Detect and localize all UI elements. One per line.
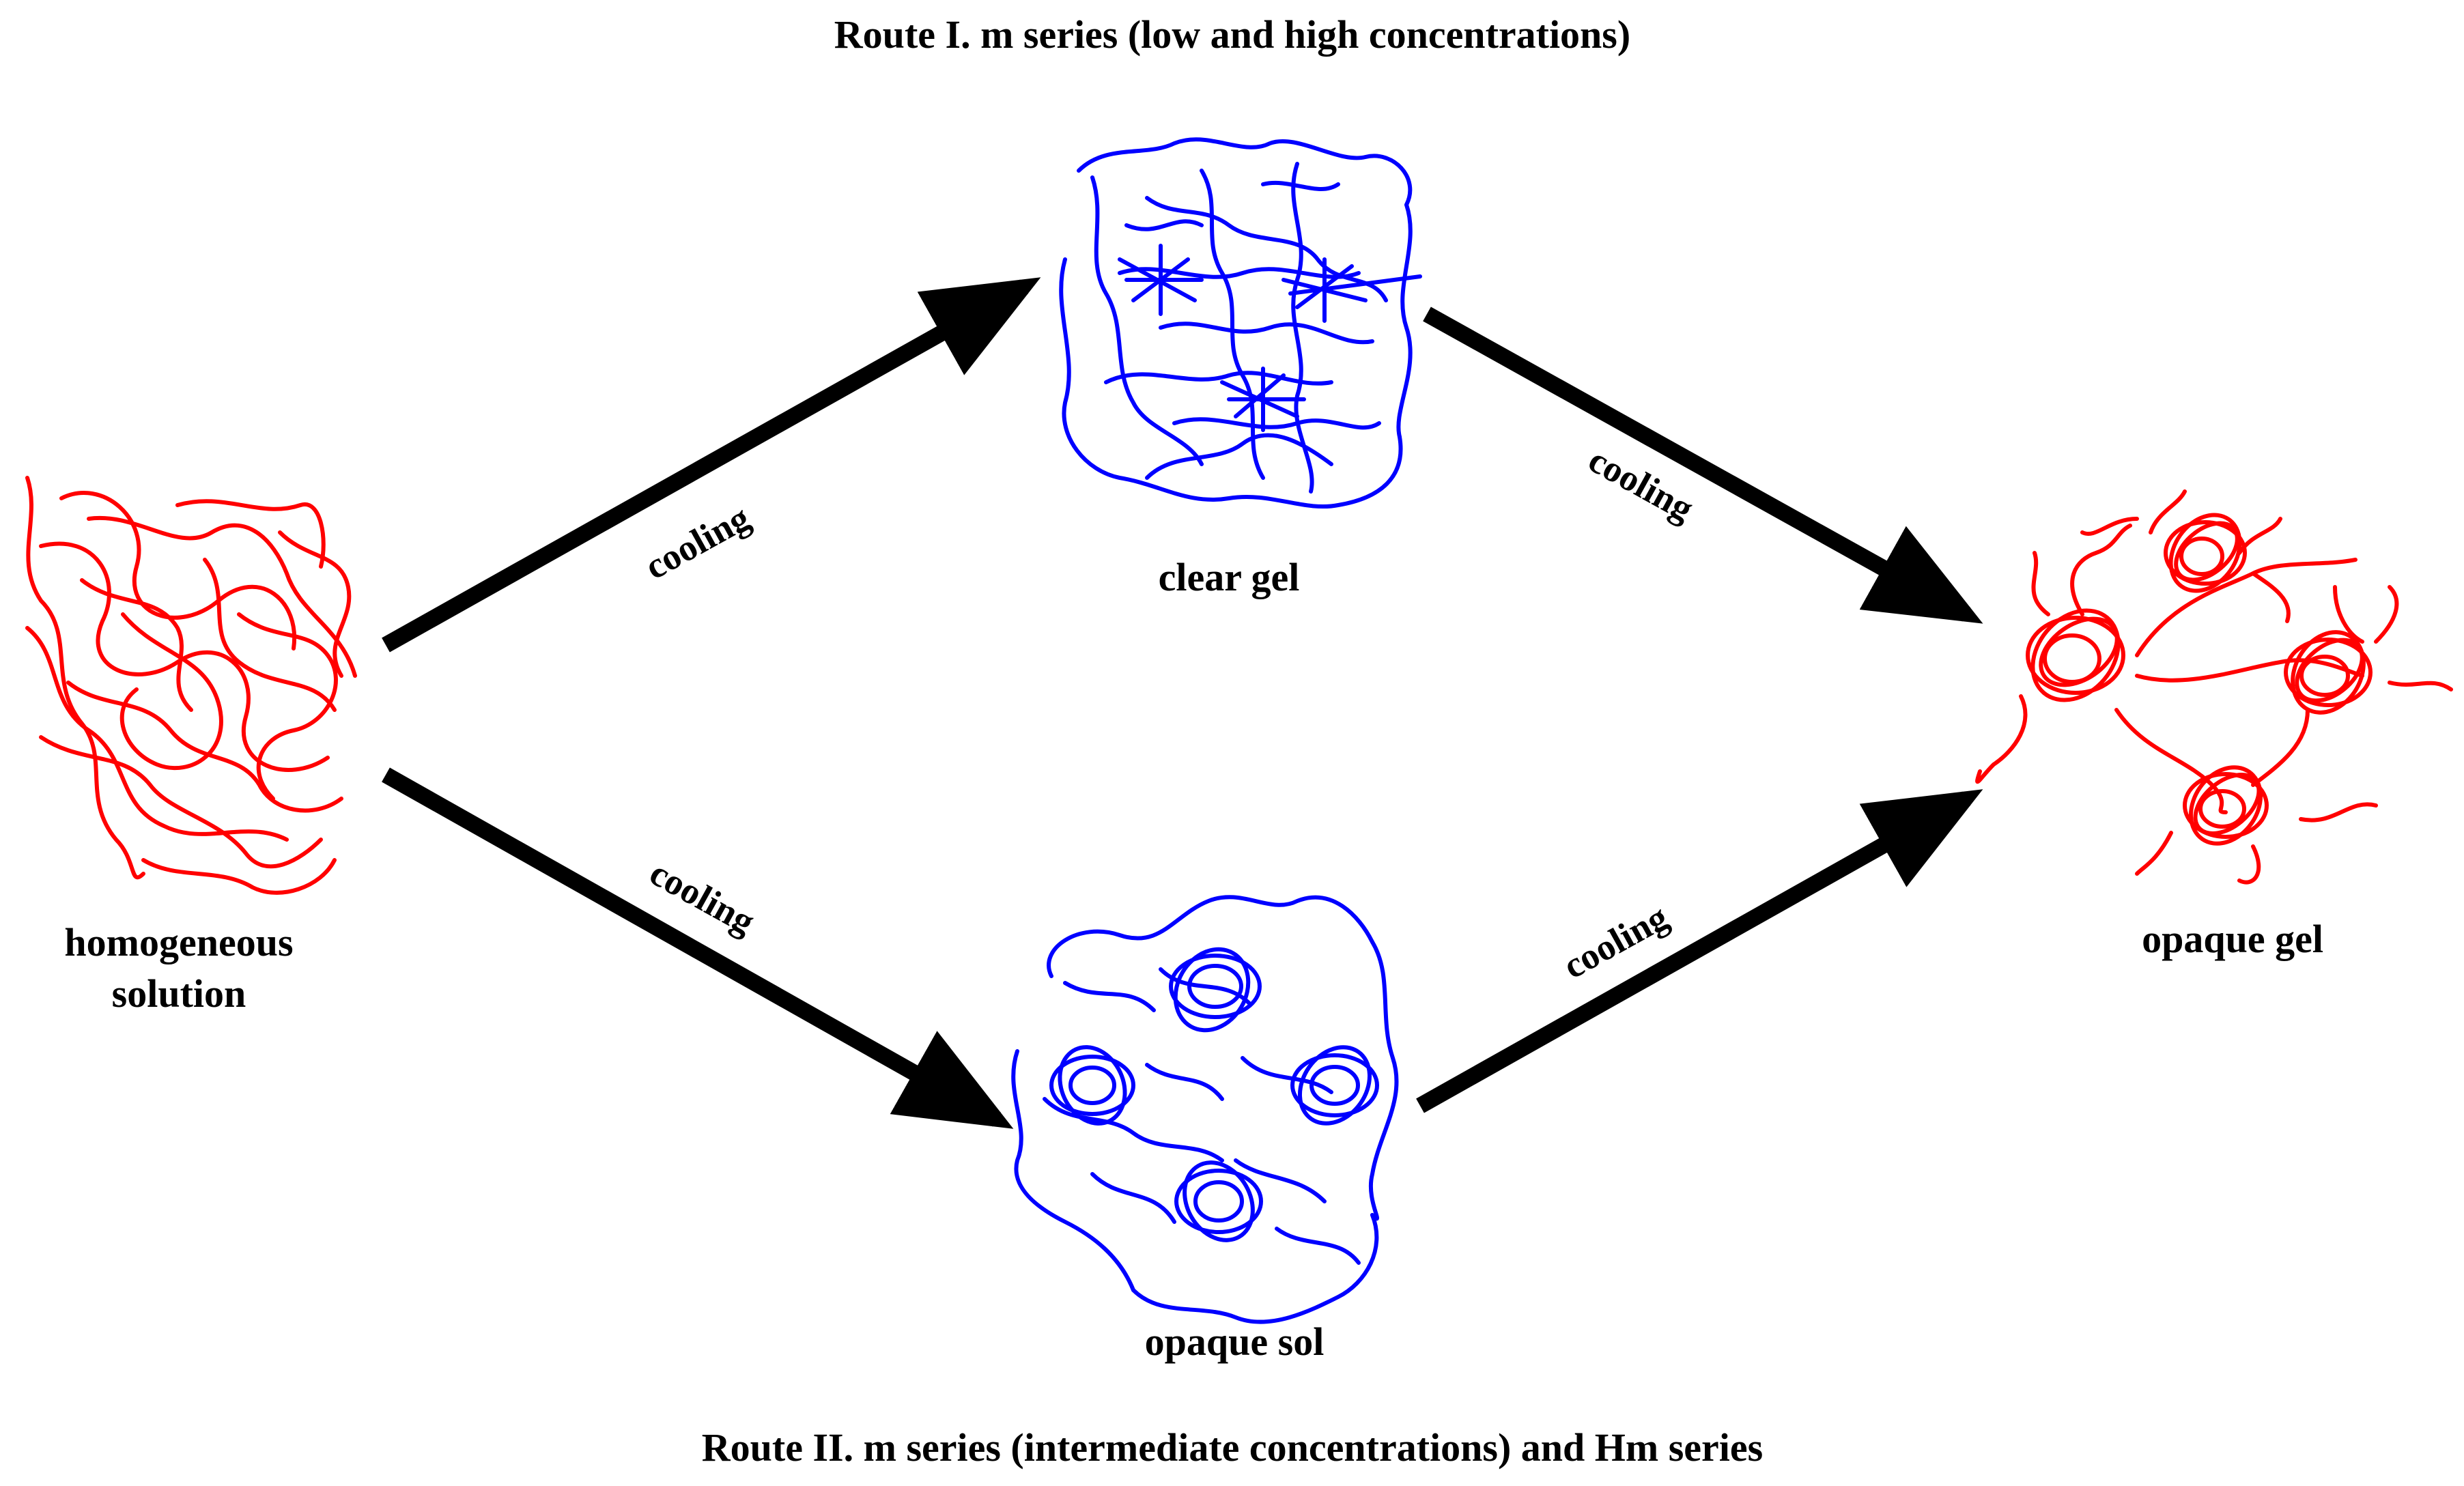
opaque-sol-illustration xyxy=(1011,895,1399,1324)
node-homogeneous-line1: homogeneous xyxy=(64,920,293,965)
node-opaque-gel: opaque gel xyxy=(2142,917,2323,961)
crosslink-star-3 xyxy=(1220,367,1306,432)
coil-1 xyxy=(1169,947,1262,1033)
gel-cluster-4 xyxy=(2183,765,2269,846)
gel-cluster-3 xyxy=(2284,630,2373,715)
node-clear-gel: clear gel xyxy=(1159,555,1300,599)
clear-gel-illustration xyxy=(1059,137,1422,509)
coil-4 xyxy=(1174,1160,1263,1242)
edge-label-top-left: cooling xyxy=(638,497,756,587)
gel-cluster-1 xyxy=(2026,608,2125,702)
node-homogeneous-line2: solution xyxy=(112,971,246,1016)
gel-cluster-2 xyxy=(2164,513,2247,593)
crosslink-star-1 xyxy=(1118,244,1204,316)
node-opaque-sol: opaque sol xyxy=(1145,1319,1325,1364)
coil-2 xyxy=(1049,1045,1135,1126)
route-two-title: Route II. m series (intermediate concent… xyxy=(702,1425,1763,1470)
opaque-gel-illustration xyxy=(1975,489,2453,885)
route-one-title: Route I. m series (low and high concentr… xyxy=(834,12,1630,57)
arrow-clear-gel-to-opaque-gel xyxy=(1423,306,1983,624)
crosslink-star-2 xyxy=(1281,257,1422,323)
homogeneous-solution-illustration xyxy=(25,476,357,895)
arrow-solution-to-clear-gel xyxy=(382,277,1041,653)
coil-3 xyxy=(1290,1045,1379,1126)
arrow-solution-to-opaque-sol xyxy=(382,767,1014,1129)
arrow-opaque-sol-to-opaque-gel xyxy=(1416,789,1983,1113)
